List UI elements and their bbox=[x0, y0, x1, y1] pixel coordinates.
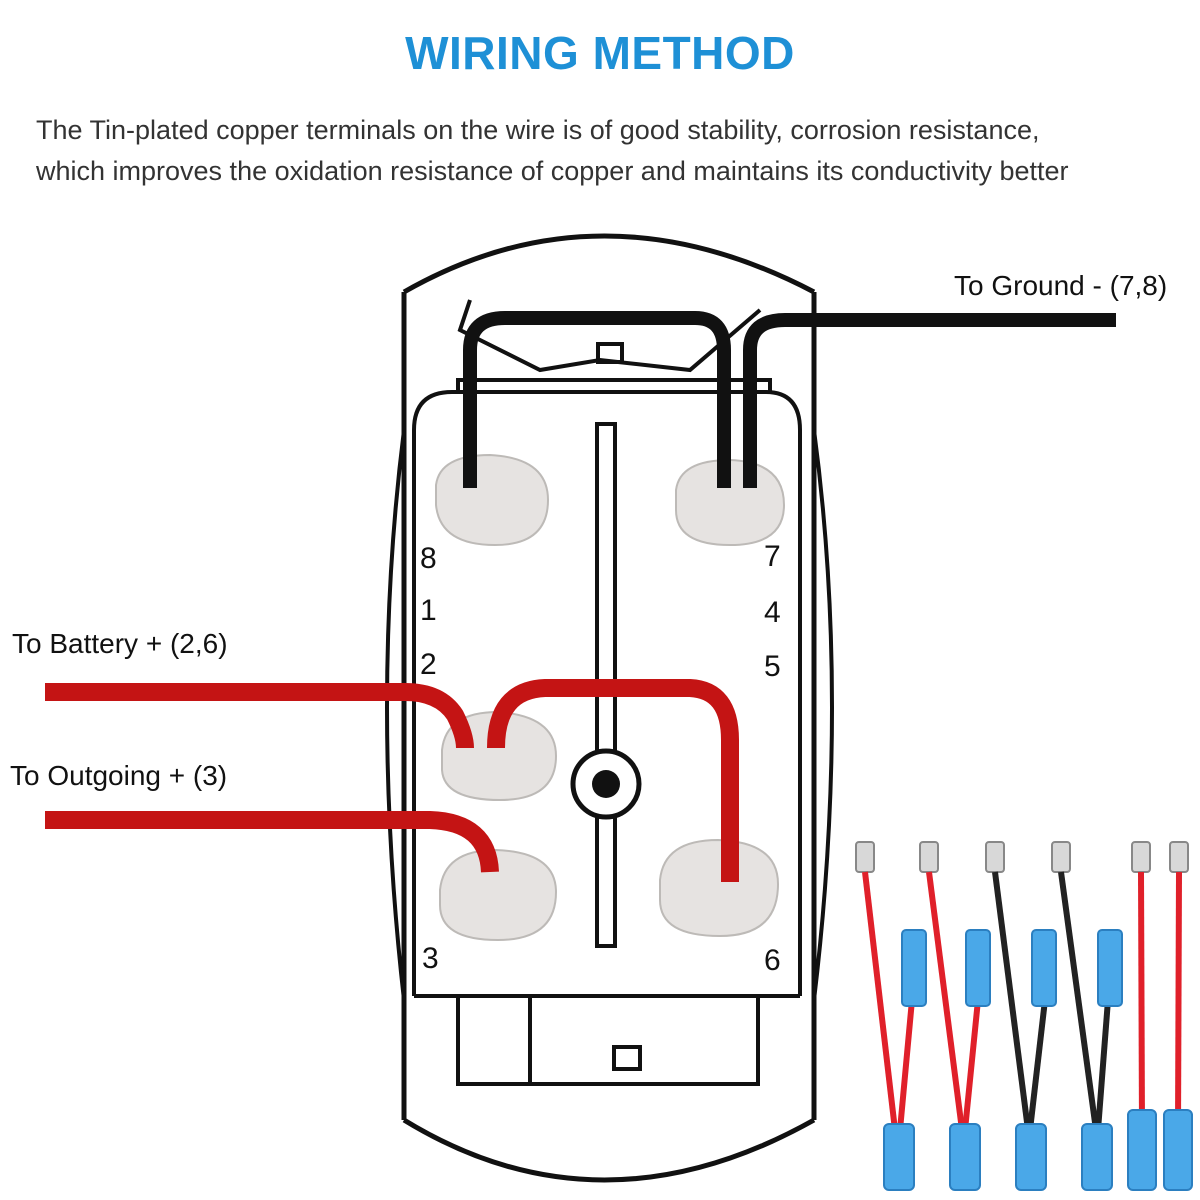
pin-4: 4 bbox=[764, 596, 781, 629]
terminal-6 bbox=[659, 838, 780, 938]
pin-1: 1 bbox=[420, 594, 437, 627]
pin-5: 5 bbox=[764, 650, 781, 683]
ground-label: To Ground - (7,8) bbox=[954, 270, 1168, 301]
outgoing-label: To Outgoing + (3) bbox=[10, 760, 228, 791]
positive-wires bbox=[45, 679, 739, 882]
pin-2: 2 bbox=[420, 648, 437, 681]
terminal-3 bbox=[439, 848, 558, 942]
pin-6: 6 bbox=[764, 944, 781, 977]
pin-7: 7 bbox=[764, 540, 781, 573]
ground-wires bbox=[463, 311, 1116, 488]
description-line-2: which improves the oxidation resistance … bbox=[36, 156, 1069, 186]
pin-8: 8 bbox=[420, 542, 437, 575]
terminal-8 bbox=[435, 453, 550, 547]
quick-connector-icon bbox=[883, 929, 1193, 1191]
wire-harness-icons bbox=[855, 841, 1193, 1191]
page-title: WIRING METHOD bbox=[405, 27, 795, 79]
spade-terminal-icon bbox=[855, 841, 1189, 873]
pin-3: 3 bbox=[422, 942, 439, 975]
description: The Tin-plated copper terminals on the w… bbox=[36, 110, 1196, 192]
description-line-1: The Tin-plated copper terminals on the w… bbox=[36, 115, 1040, 145]
battery-label: To Battery + (2,6) bbox=[12, 628, 228, 659]
